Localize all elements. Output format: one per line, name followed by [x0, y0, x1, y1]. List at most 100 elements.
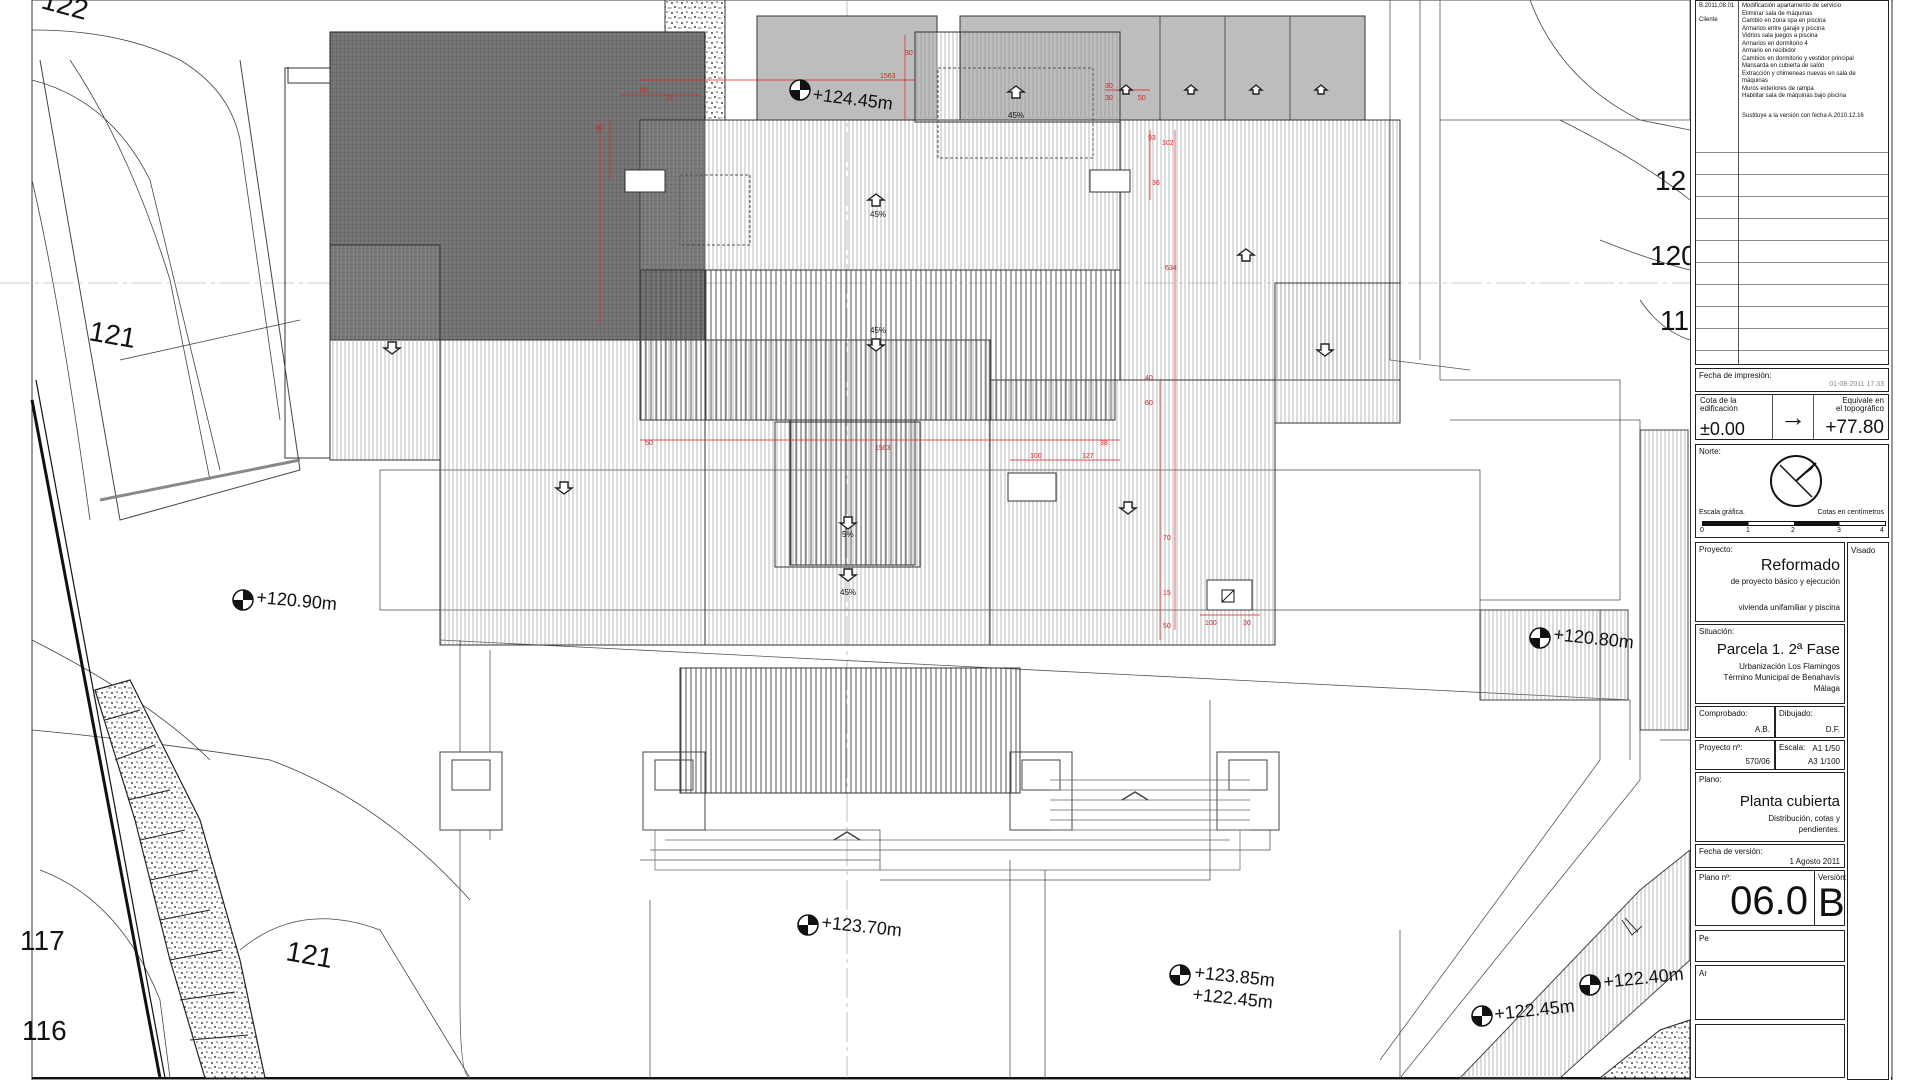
scale-bar	[1702, 521, 1886, 526]
dim-label: 50	[1138, 95, 1146, 102]
revision-item: Cambios en dormitorio y vestidor princip…	[1742, 55, 1854, 62]
revision-item: Muros exteriores de rampa	[1742, 85, 1814, 92]
version-label: Versión:	[1818, 873, 1847, 882]
revision-box: B.2011.08.01 Cliente Modificación aparta…	[1695, 0, 1889, 365]
revision-item: Vidrios sala juegos a piscina	[1742, 33, 1818, 39]
print-label: Fecha de impresión:	[1699, 371, 1772, 380]
ar-box: Ar	[1695, 965, 1845, 1020]
dim-label: 15	[1163, 590, 1171, 597]
equiv-label-1: Equivale en	[1842, 396, 1884, 405]
site-line: Málaga	[1813, 684, 1840, 693]
revision-item: Armarios entre garaje y piscina	[1742, 25, 1825, 32]
version-value: B	[1818, 881, 1845, 925]
arrow-right-icon: →	[1772, 395, 1814, 439]
revision-item: Modificación apartamento de servicio	[1742, 3, 1842, 9]
dim-label: 1563	[880, 73, 896, 80]
revision-list: Modificación apartamento de servicio Eli…	[1742, 3, 1882, 120]
revision-item: Eliminar sala de máquinas	[1742, 10, 1813, 17]
scale-graphic-label: Escala gráfica.	[1699, 509, 1745, 516]
equiv-value: +77.80	[1825, 417, 1884, 438]
slope-label: 45%	[870, 210, 886, 219]
scale-label: Escala:	[1779, 743, 1806, 752]
cota-label-2: edificación	[1700, 404, 1738, 413]
scale-box: Escala: A1 1/50 A3 1/100	[1775, 740, 1845, 770]
red-dimension-lines	[599, 35, 1260, 640]
elevation-markers	[232, 79, 1601, 1027]
cota-label: Cota de la edificación	[1700, 397, 1738, 413]
contour-label: 120	[1650, 240, 1697, 271]
dim-label: 30	[905, 50, 913, 57]
dim-label: 93	[1148, 135, 1156, 142]
projno-label: Proyecto nº:	[1699, 743, 1743, 752]
scale-tick: 3	[1837, 527, 1841, 534]
revision-item: Habilitar sala de máquinas bajo piscina	[1742, 93, 1847, 99]
equiv-label-2: el topográfico	[1835, 404, 1884, 413]
drawn-label: Dibujado:	[1779, 709, 1813, 718]
version-date-box: Fecha de versión: 1 Agosto 2011	[1695, 844, 1845, 868]
slope-arrows	[381, 84, 1336, 582]
revision-item: Mansarda en cubierta de salón	[1742, 63, 1825, 69]
plan-line: Distribución, cotas y	[1768, 814, 1840, 823]
contour-label: 122	[38, 0, 91, 26]
contour-label: 116	[22, 1015, 67, 1046]
checked-box: Comprobado: A.B.	[1695, 706, 1775, 738]
dim-label: 50	[645, 440, 653, 447]
dim-label: 100	[1205, 620, 1217, 627]
plan-line: pendientes.	[1798, 825, 1840, 834]
dim-label: 30	[1243, 620, 1251, 627]
contour-label: 11	[1660, 305, 1689, 336]
visado-column: Visado	[1847, 542, 1889, 1080]
scale-tick: 0	[1700, 527, 1704, 534]
scale-value-2: A3 1/100	[1807, 757, 1840, 766]
ar-label: Ar	[1699, 969, 1707, 978]
site-lines: Urbanización Los Flamingos Término Munic…	[1723, 661, 1840, 694]
elevation-label: +120.90m	[256, 587, 338, 614]
cota-label-1: Cota de la	[1700, 396, 1737, 405]
contour-label: 12	[1655, 165, 1686, 196]
dim-label: 30	[1105, 83, 1113, 90]
scale-tick: 2	[1791, 527, 1795, 534]
visado-label: Visado	[1851, 546, 1876, 555]
project-sub1: de proyecto básico y ejecución	[1730, 577, 1840, 586]
print-value: 01-08-2011 17:33	[1829, 381, 1884, 388]
revision-item: Armarios en dormitorio 4	[1742, 40, 1808, 47]
dim-label: 25	[665, 95, 673, 102]
slope-label: 45%	[870, 326, 886, 335]
project-title: Reformado	[1760, 557, 1840, 574]
projno-box: Proyecto nº: 570/06	[1695, 740, 1775, 770]
north-box: Norte: Escala gráfica. Cotas en centímet…	[1695, 444, 1889, 538]
revision-client: Cliente	[1699, 17, 1718, 23]
dim-label: 50	[1163, 623, 1171, 630]
plan-number-value: 06.0	[1730, 879, 1808, 923]
dim-label: 38	[1100, 440, 1108, 447]
site-label: Situación:	[1699, 627, 1735, 636]
level-box: Cota de la edificación ±0.00 → Equivale …	[1695, 394, 1889, 440]
contour-label: 117	[20, 925, 65, 956]
project-label: Proyecto:	[1699, 545, 1733, 554]
dim-label: 50	[640, 87, 648, 94]
plan-number-box: Plano nº: 06.0 Versión: B	[1695, 870, 1847, 926]
dim-label: 60	[1145, 400, 1153, 407]
scale-tick: 4	[1880, 527, 1884, 534]
equiv-label: Equivale en el topográfico	[1836, 397, 1884, 413]
plan-label: Plano:	[1699, 775, 1722, 784]
plan-title: Planta cubierta	[1739, 793, 1840, 810]
scale-tick: 1	[1746, 527, 1750, 534]
site-box: Situación: Parcela 1. 2ª Fase Urbanizaci…	[1695, 624, 1845, 704]
revision-item: Cambio en zona spa en piscina	[1742, 18, 1826, 24]
blank-box	[1695, 1024, 1845, 1078]
revision-item: Extracción y chimeneas nuevas en sala de…	[1742, 70, 1856, 85]
revision-item: Armario en recibidor	[1742, 48, 1797, 54]
dim-label: 40	[1145, 375, 1153, 382]
dim-label: 30	[1105, 95, 1113, 102]
slope-label: 45%	[840, 588, 856, 597]
title-block: B.2011.08.01 Cliente Modificación aparta…	[1690, 0, 1891, 1080]
projno-value: 570/06	[1745, 757, 1770, 766]
pe-box: Pe	[1695, 930, 1845, 962]
slope-label: 5%	[842, 530, 854, 539]
version-date-value: 1 Agosto 2011	[1789, 857, 1840, 866]
contour-label: 121	[87, 315, 138, 354]
cota-value: ±0.00	[1700, 419, 1745, 439]
revision-date: B.2011.08.01	[1699, 3, 1735, 9]
